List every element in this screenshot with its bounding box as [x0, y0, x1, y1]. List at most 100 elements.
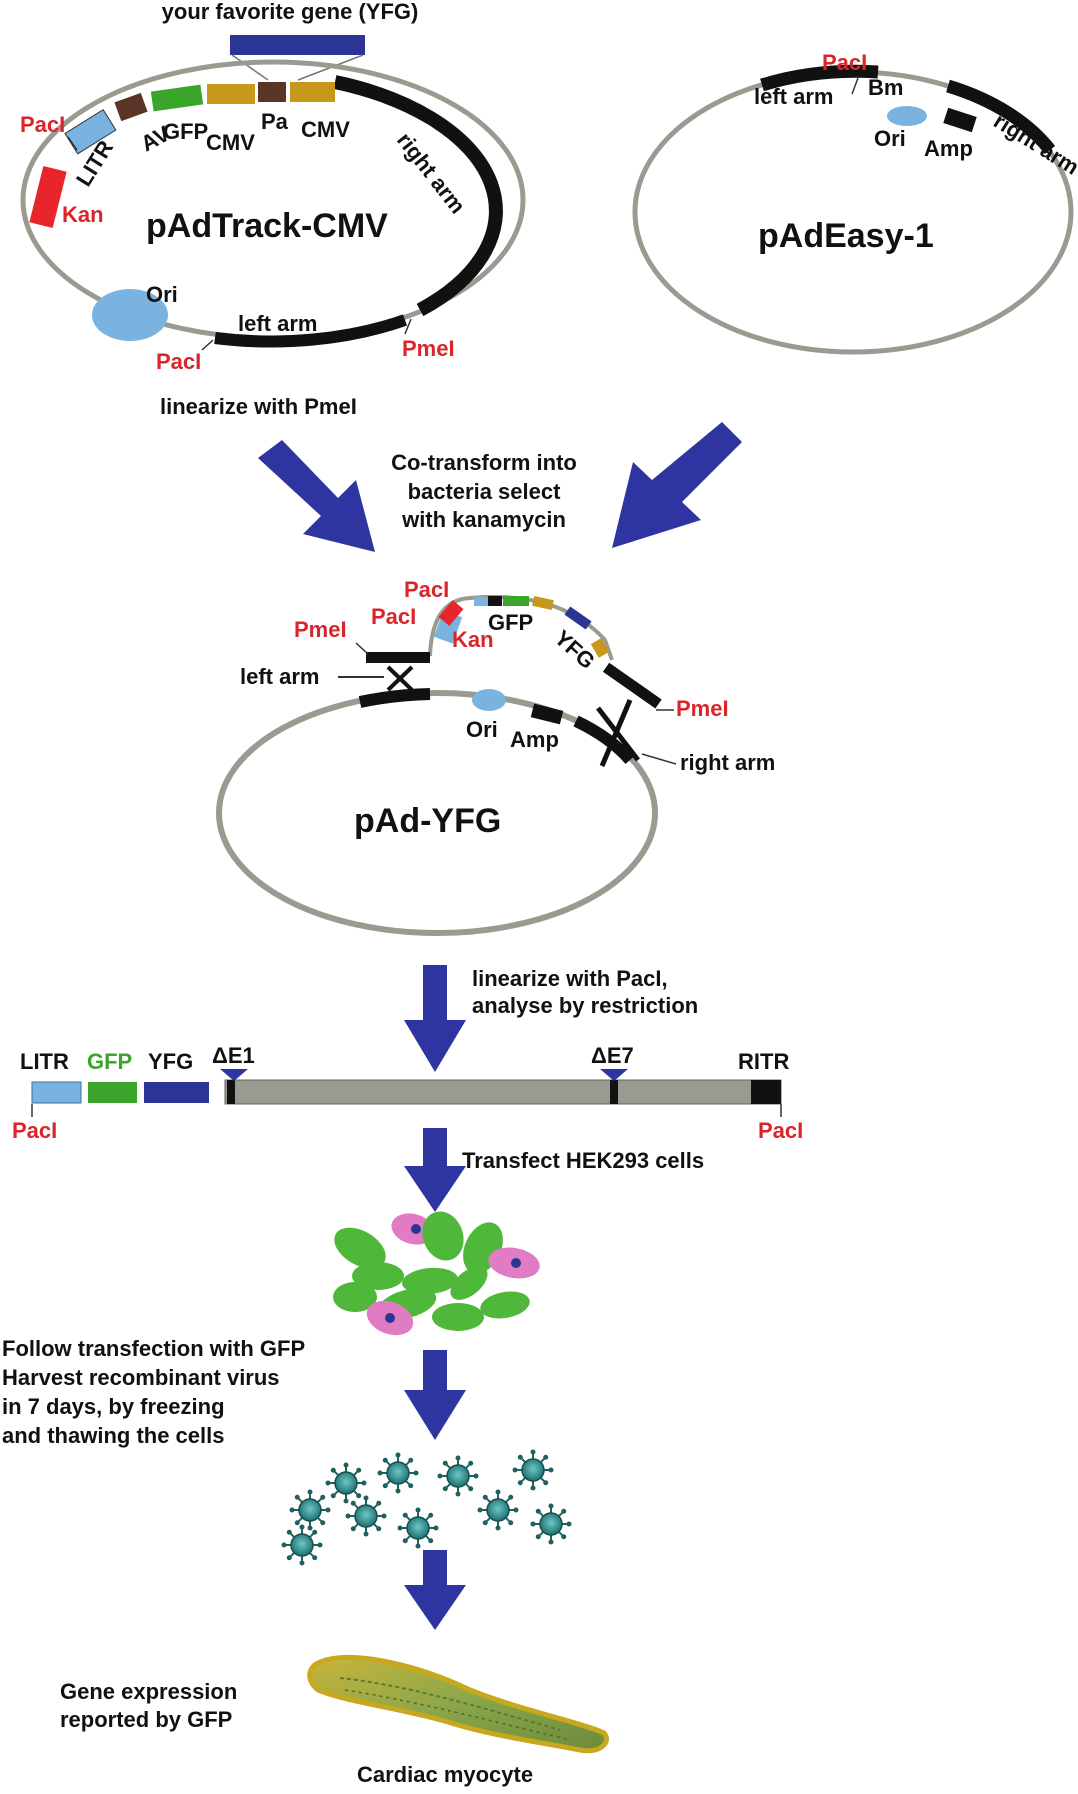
cell-nucleus — [411, 1224, 421, 1234]
virus-particle — [397, 1507, 439, 1549]
bm-label: Bm — [868, 75, 903, 100]
pAdYFG-pmeI-left: PmeI — [294, 617, 347, 642]
linear-vector-map: LITR GFP YFG ΔE1 ΔE7 RITR PacI PacI — [12, 1043, 803, 1143]
linear-ritr-label: RITR — [738, 1049, 789, 1074]
linear-litr-label: LITR — [20, 1049, 69, 1074]
pAdYFG-left-arm-label: left arm — [240, 664, 319, 689]
virus-particle — [281, 1524, 323, 1566]
linear-yfg-box — [144, 1082, 209, 1103]
pAdEasy-ori-label: Ori — [874, 126, 906, 151]
linear-gfp-box — [88, 1082, 137, 1103]
de1-triangle — [220, 1069, 248, 1081]
yfg-gene-label: your favorite gene (YFG) — [162, 0, 419, 24]
pAdTrack-pacI-bottom: PacI — [156, 349, 201, 374]
follow-line-4: and thawing the cells — [2, 1423, 224, 1448]
pAdEasy-right-arm-segment — [946, 79, 1056, 155]
arrow-down-1 — [404, 965, 466, 1072]
pAdTrack-title: pAdTrack-CMV — [146, 207, 388, 245]
pAdYFG-left-arm-on-backbone — [358, 688, 431, 708]
expression-line-1: Gene expression — [60, 1679, 237, 1704]
cmv1-label: CMV — [206, 130, 255, 155]
arrow-left-diagonal — [258, 440, 375, 552]
virus-particle — [512, 1449, 554, 1491]
pAdYFG-amp-label: Amp — [510, 727, 559, 752]
cell-green — [334, 1227, 386, 1269]
cotransform-line-2: bacteria select — [408, 479, 562, 504]
cardiac-myocyte — [307, 1655, 609, 1754]
pAdTrack-left-arm-segment — [214, 314, 407, 348]
pAdYFG-amp-box — [530, 703, 564, 725]
right-arm-pointer — [641, 753, 677, 765]
arrow-right-diagonal — [612, 422, 742, 548]
cell-nucleus — [511, 1258, 521, 1268]
linear-pacI-right: PacI — [758, 1118, 803, 1143]
cotransform-line-3: with kanamycin — [401, 507, 566, 532]
cell-green — [402, 1267, 458, 1295]
follow-line-3: in 7 days, by freezing — [2, 1394, 225, 1419]
crossover-right-b — [599, 699, 633, 767]
kan-label: Kan — [62, 202, 104, 227]
virus-particle — [377, 1452, 419, 1494]
virus-particle — [325, 1462, 367, 1504]
cell-green — [432, 1303, 484, 1331]
pAdEasy-ori-ellipse — [887, 106, 927, 126]
transfect-label: Transfect HEK293 cells — [462, 1148, 704, 1173]
pAdYFG-plasmid: Ori Amp PacI PacI PmeI Kan GFP YFG left … — [216, 577, 775, 936]
cell-nucleus — [385, 1313, 395, 1323]
incoming-yfg — [564, 606, 592, 630]
follow-line-1: Follow transfection with GFP — [2, 1336, 305, 1361]
insert-line-left — [231, 54, 269, 81]
incoming-cmv2 — [590, 638, 610, 658]
linear-litr-box — [31, 1081, 82, 1104]
incoming-kan — [438, 600, 464, 626]
ori-label: Ori — [146, 282, 178, 307]
de1-marker — [227, 1080, 235, 1104]
virus-particle — [345, 1495, 387, 1537]
incoming-left-arm — [366, 652, 430, 663]
cmv1-box — [207, 84, 255, 104]
pAdYFG-yfg-label: YFG — [550, 625, 600, 674]
pAdEasy-right-arm-label: right arm — [989, 108, 1078, 180]
myocyte-striation — [344, 1689, 571, 1741]
pAdYFG-ori-ellipse — [472, 689, 506, 711]
pmeI-left-tick — [355, 642, 369, 655]
virus-particle — [477, 1489, 519, 1531]
amp-box — [943, 107, 977, 133]
gfp-box — [150, 84, 204, 112]
virus-particles — [281, 1449, 572, 1566]
pAdYFG-kan-label: Kan — [452, 627, 494, 652]
yfg-insert-box — [230, 35, 365, 55]
myocyte-striation — [339, 1677, 561, 1731]
cell-green — [333, 1282, 377, 1312]
incoming-right-arm — [602, 662, 662, 709]
linearize-pmeI-text: linearize with PmeI — [160, 394, 357, 419]
de7-triangle — [600, 1069, 628, 1081]
pAdYFG-pacI-a: PacI — [404, 577, 449, 602]
cell-green — [480, 1291, 530, 1319]
pAdYFG-ori-label: Ori — [466, 717, 498, 742]
arrow-down-2 — [404, 1128, 466, 1212]
ritr-box — [751, 1080, 781, 1104]
pAdTrack-plasmid: PacI LITR Kan AV GFP CMV Pa CMV right ar… — [20, 59, 526, 419]
pAdEasy-plasmid: PacI left arm Bm Ori Amp right arm pAdEa… — [632, 50, 1078, 355]
cmv2-label: CMV — [301, 117, 350, 142]
av-box — [114, 92, 148, 122]
cell-green — [450, 1266, 488, 1300]
virus-particle — [289, 1489, 331, 1531]
incoming-sep — [488, 596, 502, 606]
arrow-down-4 — [404, 1550, 466, 1630]
kan-box — [29, 165, 67, 229]
pAdEasy-amp-label: Amp — [924, 136, 973, 161]
virus-particle — [530, 1503, 572, 1545]
pmeI-label: PmeI — [402, 336, 455, 361]
pAdYFG-pacI-b: PacI — [371, 604, 416, 629]
gfp-label: GFP — [163, 119, 208, 144]
linear-backbone — [224, 1079, 782, 1105]
hek293-cells — [333, 1211, 540, 1336]
cotransform-line-1: Co-transform into — [391, 450, 577, 475]
pAdYFG-title: pAd-YFG — [354, 802, 501, 840]
cell-green — [422, 1211, 464, 1261]
incoming-gfp — [503, 596, 529, 606]
